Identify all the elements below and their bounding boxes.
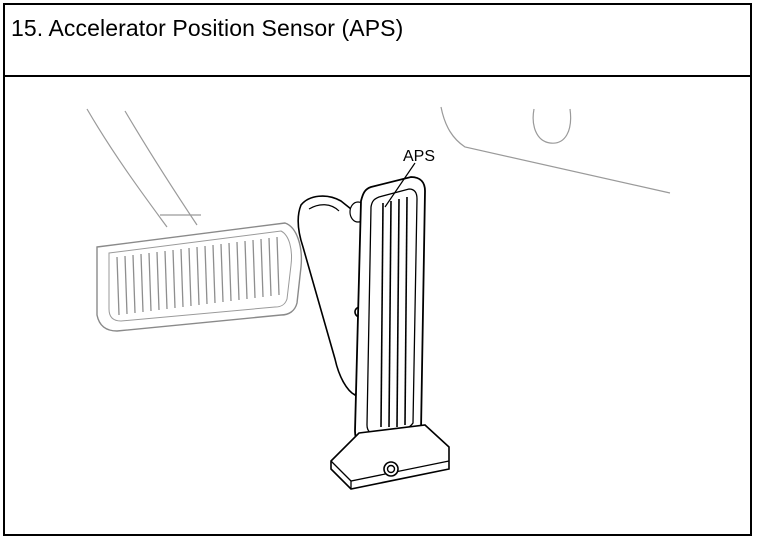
aps-callout: APS <box>384 148 435 208</box>
dash-panel <box>440 106 671 194</box>
brake-pedal-arm <box>86 108 201 228</box>
aps-callout-label: APS <box>403 148 435 165</box>
accelerator-pedal <box>354 176 426 450</box>
pedal-illustration: APS <box>5 77 750 534</box>
page-title: 15. Accelerator Position Sensor (APS) <box>11 15 404 41</box>
brake-pedal <box>96 222 303 332</box>
pedal-diagram-svg: APS <box>86 106 671 490</box>
pedal-floor-base <box>330 424 450 490</box>
aps-leader-line <box>384 162 416 208</box>
title-bar: 15. Accelerator Position Sensor (APS) <box>5 5 750 77</box>
figure-frame: 15. Accelerator Position Sensor (APS) <box>3 3 752 536</box>
